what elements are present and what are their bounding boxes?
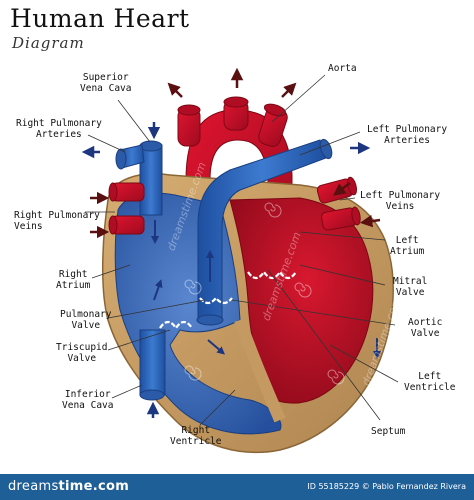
label-superior-vena-cava: Superior Vena Cava — [80, 72, 132, 94]
label-septum: Septum — [371, 426, 406, 437]
mitral-valve-shape — [247, 270, 297, 280]
left-chambers — [229, 197, 374, 404]
label-right-pulmonary-veins: Right Pulmonary Veins — [14, 210, 100, 232]
aortic-valve-shape — [199, 296, 233, 305]
label-pulmonary-valve: Pulmonary Valve — [60, 309, 112, 331]
septum-wall — [234, 318, 286, 423]
label-right-pulmonary-arteries: Right Pulmonary Arteries — [16, 118, 102, 140]
footer-bar: dreamstime.com ID 55185229 © Pablo Ferna… — [0, 474, 474, 500]
label-left-pulmonary-arteries: Left Pulmonary Arteries — [367, 124, 448, 146]
label-left-ventricle: Left Ventricle — [404, 371, 456, 393]
brand-suffix: time.com — [58, 479, 130, 494]
inferior-vena-cava — [139, 329, 166, 396]
brand-prefix: dreams — [8, 479, 59, 494]
leader-lines — [85, 74, 399, 426]
footer-credit: ID 55185229 © Pablo Fernandez Rivera — [307, 482, 466, 491]
diagram-subtitle: Diagram — [12, 34, 85, 52]
label-mitral-valve: Mitral Valve — [393, 276, 428, 298]
label-aortic-valve: Aortic Valve — [408, 317, 443, 339]
flow-arrow-venous — [81, 122, 371, 418]
footer-brand[interactable]: dreamstime.com — [8, 479, 129, 494]
label-tricuspid-valve: Triscupid Valve — [56, 342, 108, 364]
label-aorta: Aorta — [328, 63, 357, 74]
decorative-swirl — [184, 202, 345, 385]
label-left-atrium: Left Atrium — [390, 235, 425, 257]
flow-arrow-internal — [151, 220, 381, 359]
diagram-title: Human Heart — [10, 4, 190, 33]
label-right-atrium: Right Atrium — [56, 269, 91, 291]
label-left-pulmonary-veins: Left Pulmonary Veins — [360, 190, 441, 212]
label-inferior-vena-cava: Inferior Vena Cava — [62, 389, 114, 411]
aorta-arch — [185, 109, 293, 261]
flow-arrow-external — [90, 67, 381, 239]
label-right-ventricle: Right Ventricle — [170, 425, 222, 447]
